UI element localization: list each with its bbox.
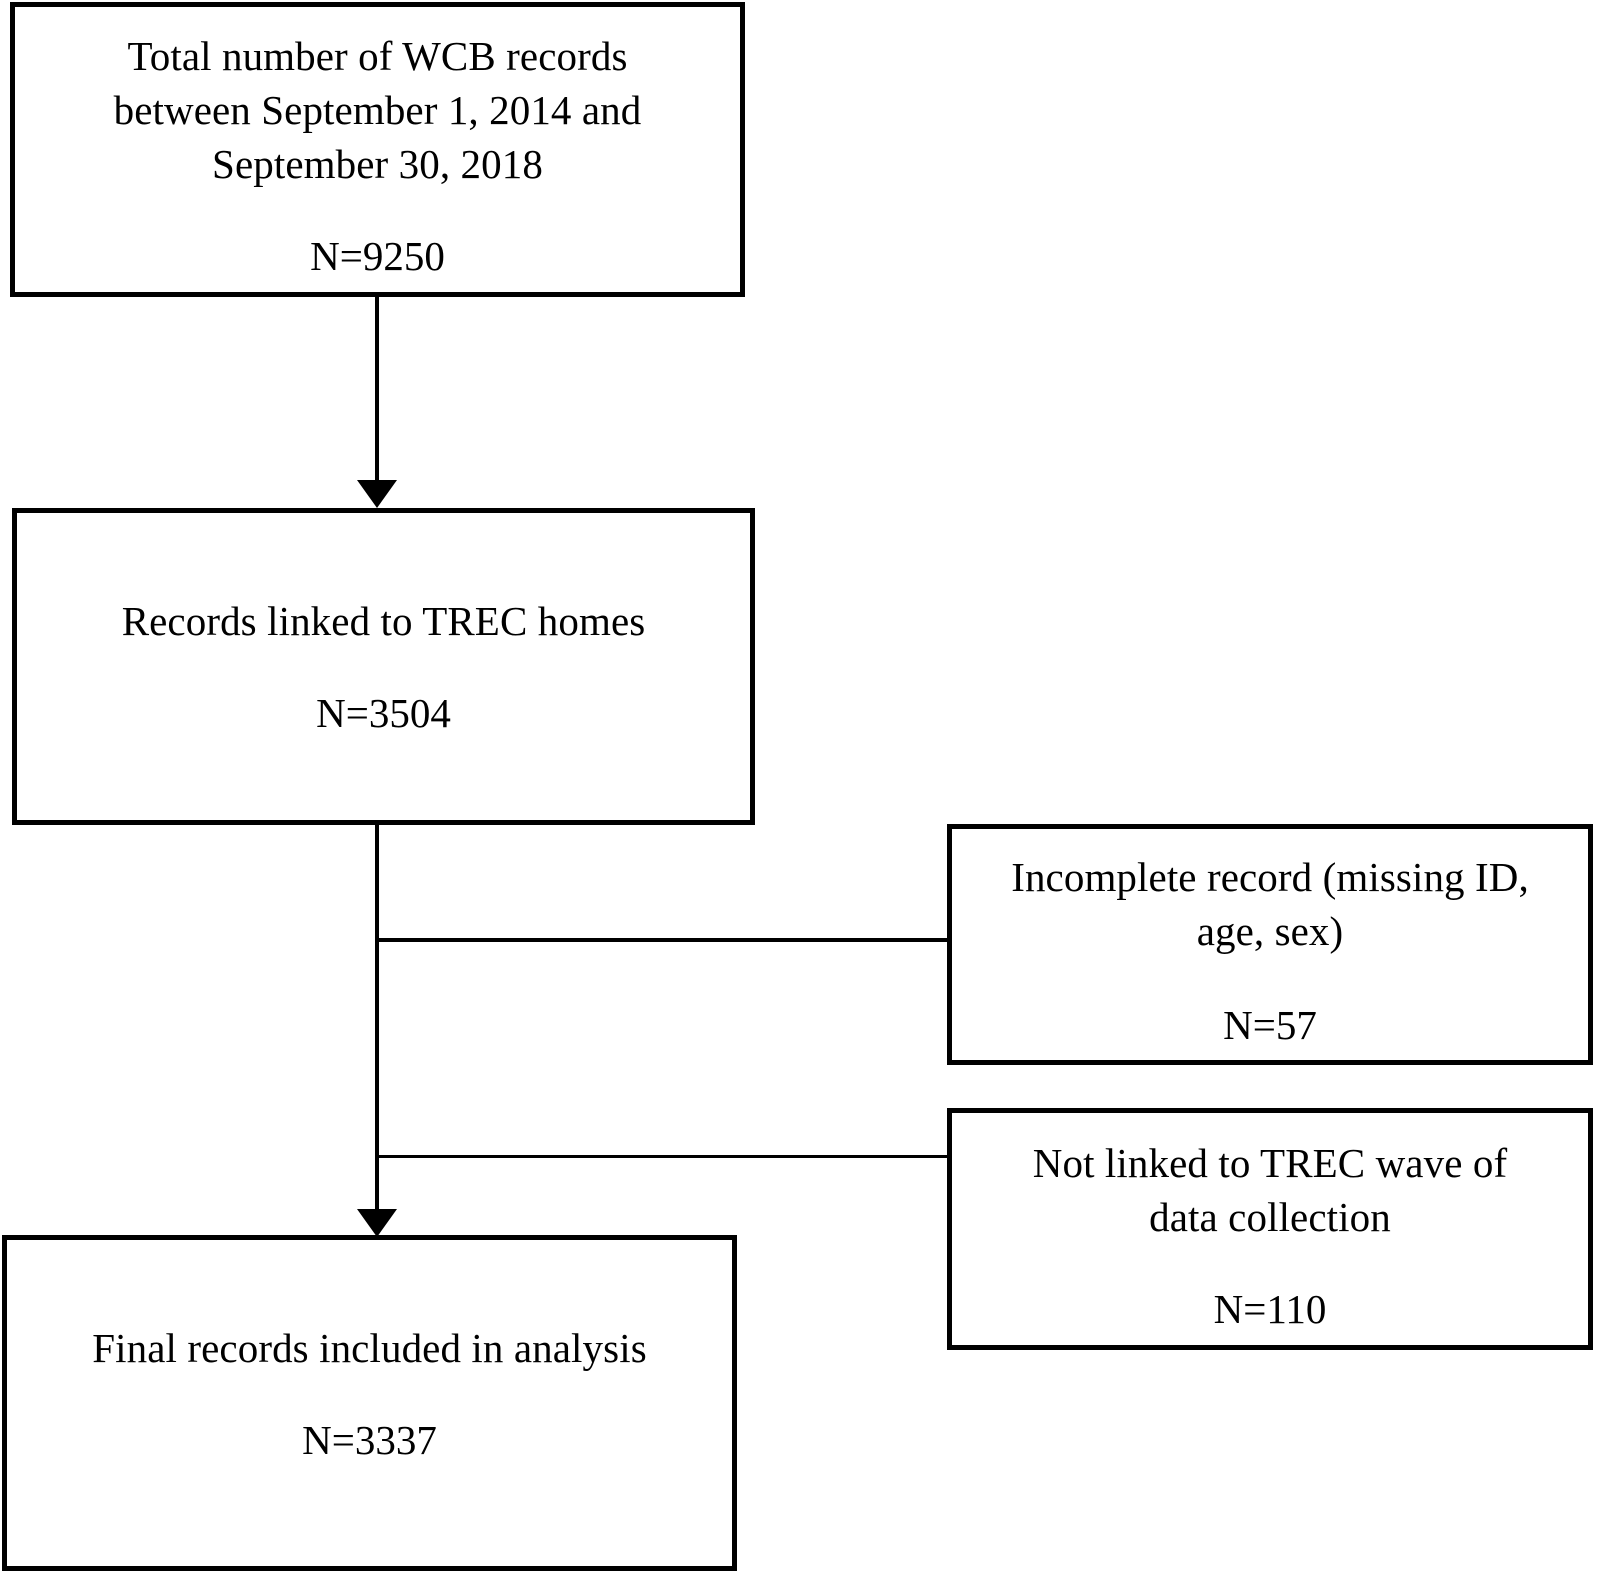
node-linked-trec-homes: Records linked to TREC homes N=3504	[12, 508, 755, 825]
connector-branch-not-linked-wave	[377, 1155, 949, 1158]
arrowhead-total-to-linked-icon	[357, 480, 397, 508]
connector-branch-incomplete-record	[377, 938, 949, 942]
node-linked-trec-homes-count: N=3504	[316, 690, 451, 737]
connector-total-to-linked	[375, 297, 379, 485]
node-total-records-line-1: Total number of WCB records	[127, 33, 628, 79]
node-incomplete-record-count: N=57	[1223, 1002, 1317, 1049]
node-total-records: Total number of WCB records between Sept…	[10, 2, 745, 297]
node-not-linked-wave: Not linked to TREC wave of data collecti…	[947, 1108, 1593, 1350]
node-total-records-line-3: September 30, 2018	[212, 141, 543, 188]
node-total-records-line-2: between September 1, 2014 and	[113, 87, 642, 134]
node-total-records-count: N=9250	[310, 233, 445, 280]
connector-linked-to-final	[375, 825, 379, 1214]
arrowhead-linked-to-final-icon	[357, 1209, 397, 1237]
node-not-linked-wave-line-1: Not linked to TREC wave of	[1032, 1140, 1508, 1186]
node-final-records-line-1: Final records included in analysis	[92, 1325, 647, 1371]
node-not-linked-wave-line-2: data collection	[1149, 1194, 1391, 1241]
node-final-records-count: N=3337	[302, 1417, 437, 1464]
node-not-linked-wave-count: N=110	[1213, 1286, 1327, 1333]
node-linked-trec-homes-line-1: Records linked to TREC homes	[121, 598, 646, 644]
node-incomplete-record-line-1: Incomplete record (missing ID,	[1011, 854, 1529, 900]
node-incomplete-record: Incomplete record (missing ID, age, sex)…	[947, 824, 1593, 1065]
node-final-records: Final records included in analysis N=333…	[2, 1235, 737, 1571]
node-incomplete-record-line-2: age, sex)	[1196, 908, 1344, 955]
